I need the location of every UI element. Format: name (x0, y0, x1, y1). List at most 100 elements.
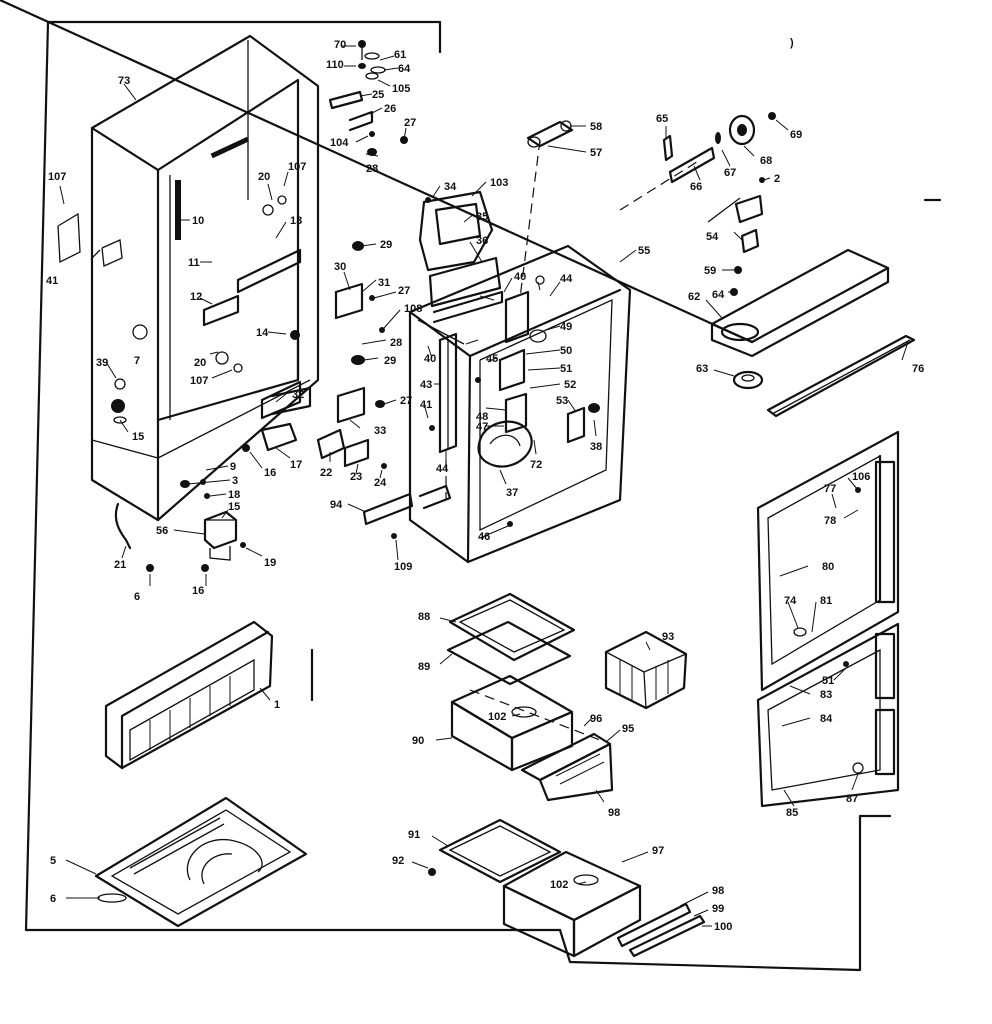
label-9: 9 (230, 461, 236, 473)
label-91: 91 (408, 829, 420, 841)
label-64b: 64 (712, 289, 725, 301)
label-90: 90 (412, 735, 424, 747)
label-32: 32 (292, 389, 304, 401)
label-21: 21 (114, 559, 126, 571)
label-58: 58 (590, 121, 602, 133)
door-panels (756, 430, 900, 808)
label-80: 80 (822, 561, 834, 573)
label-25: 25 (372, 89, 384, 101)
label-33: 33 (374, 425, 386, 437)
control-components (114, 386, 312, 572)
label-89: 89 (418, 661, 430, 673)
label-104: 104 (330, 137, 349, 149)
label-93: 93 (662, 631, 674, 643)
label-3: 3 (232, 475, 238, 487)
label-10: 10 (192, 215, 204, 227)
label-65: 65 (656, 113, 668, 125)
label-81: 81 (820, 595, 832, 607)
label-12: 12 (190, 291, 202, 303)
label-39: 39 (96, 357, 108, 369)
label-100: 100 (714, 921, 732, 933)
label-88: 88 (418, 611, 430, 623)
label-72: 72 (530, 459, 542, 471)
label-64: 64 (398, 63, 411, 75)
label-85: 85 (786, 807, 798, 819)
label-13: 13 (290, 215, 302, 227)
label-77: 77 (824, 483, 836, 495)
label-6b: 6 (50, 893, 56, 905)
label-107a: 107 (48, 171, 66, 183)
label-48: 48 (476, 411, 488, 423)
label-61: 61 (394, 49, 406, 61)
label-44a: 44 (560, 273, 573, 285)
label-67: 67 (724, 167, 736, 179)
label-1: 1 (274, 699, 280, 711)
part-labels: 70 61 110 64 105 25 26 27 104 28 58 57 6… (46, 39, 924, 933)
label-28: 28 (366, 163, 378, 175)
label-98b: 98 (712, 885, 724, 897)
label-78: 78 (824, 515, 836, 527)
label-16b: 16 (192, 585, 204, 597)
label-44b: 44 (436, 463, 449, 475)
label-43: 43 (420, 379, 432, 391)
label-105: 105 (392, 83, 410, 95)
label-26: 26 (384, 103, 396, 115)
crisper-drawers (428, 592, 706, 958)
label-55: 55 (638, 245, 650, 257)
label-35: 35 (476, 211, 488, 223)
label-6a: 6 (134, 591, 140, 603)
label-28b: 28 (390, 337, 402, 349)
label-102a: 102 (488, 711, 506, 723)
label-103: 103 (490, 177, 508, 189)
label-97: 97 (652, 845, 664, 857)
label-76: 76 (912, 363, 924, 375)
label-41: 41 (420, 399, 432, 411)
corner-mark: ) (790, 37, 794, 49)
label-40b: 40 (424, 353, 436, 365)
label-68: 68 (760, 155, 772, 167)
label-98a: 98 (608, 807, 620, 819)
label-5: 5 (50, 855, 56, 867)
label-22: 22 (320, 467, 332, 479)
label-73: 73 (118, 75, 130, 87)
label-17: 17 (290, 459, 302, 471)
label-24: 24 (374, 477, 387, 489)
label-109: 109 (394, 561, 412, 573)
label-50: 50 (560, 345, 572, 357)
label-36: 36 (476, 235, 488, 247)
label-15b: 15 (228, 501, 240, 513)
label-56: 56 (156, 525, 168, 537)
label-74: 74 (784, 595, 797, 607)
label-7: 7 (134, 355, 140, 367)
label-27c: 27 (398, 285, 410, 297)
label-15a: 15 (132, 431, 144, 443)
label-38: 38 (590, 441, 602, 453)
label-95: 95 (622, 723, 634, 735)
label-23: 23 (350, 471, 362, 483)
label-106: 106 (852, 471, 870, 483)
label-108: 108 (404, 303, 422, 315)
label-41-box: 41 (46, 275, 58, 287)
label-99: 99 (712, 903, 724, 915)
grille-and-pan (94, 620, 314, 928)
label-102b: 102 (550, 879, 568, 891)
label-40a: 40 (514, 271, 526, 283)
label-92: 92 (392, 855, 404, 867)
top-fasteners (328, 40, 408, 156)
label-37: 37 (506, 487, 518, 499)
bracket-assembly (316, 241, 387, 469)
label-45: 45 (486, 353, 498, 365)
label-96: 96 (590, 713, 602, 725)
label-84: 84 (820, 713, 833, 725)
label-59: 59 (704, 265, 716, 277)
label-19: 19 (264, 557, 276, 569)
label-34: 34 (444, 181, 457, 193)
label-30: 30 (334, 261, 346, 273)
label-107c: 107 (190, 375, 208, 387)
label-54: 54 (706, 231, 719, 243)
label-2: 2 (774, 173, 780, 185)
dispenser-parts (0, 0, 916, 418)
label-29b: 29 (384, 355, 396, 367)
label-27: 27 (404, 117, 416, 129)
